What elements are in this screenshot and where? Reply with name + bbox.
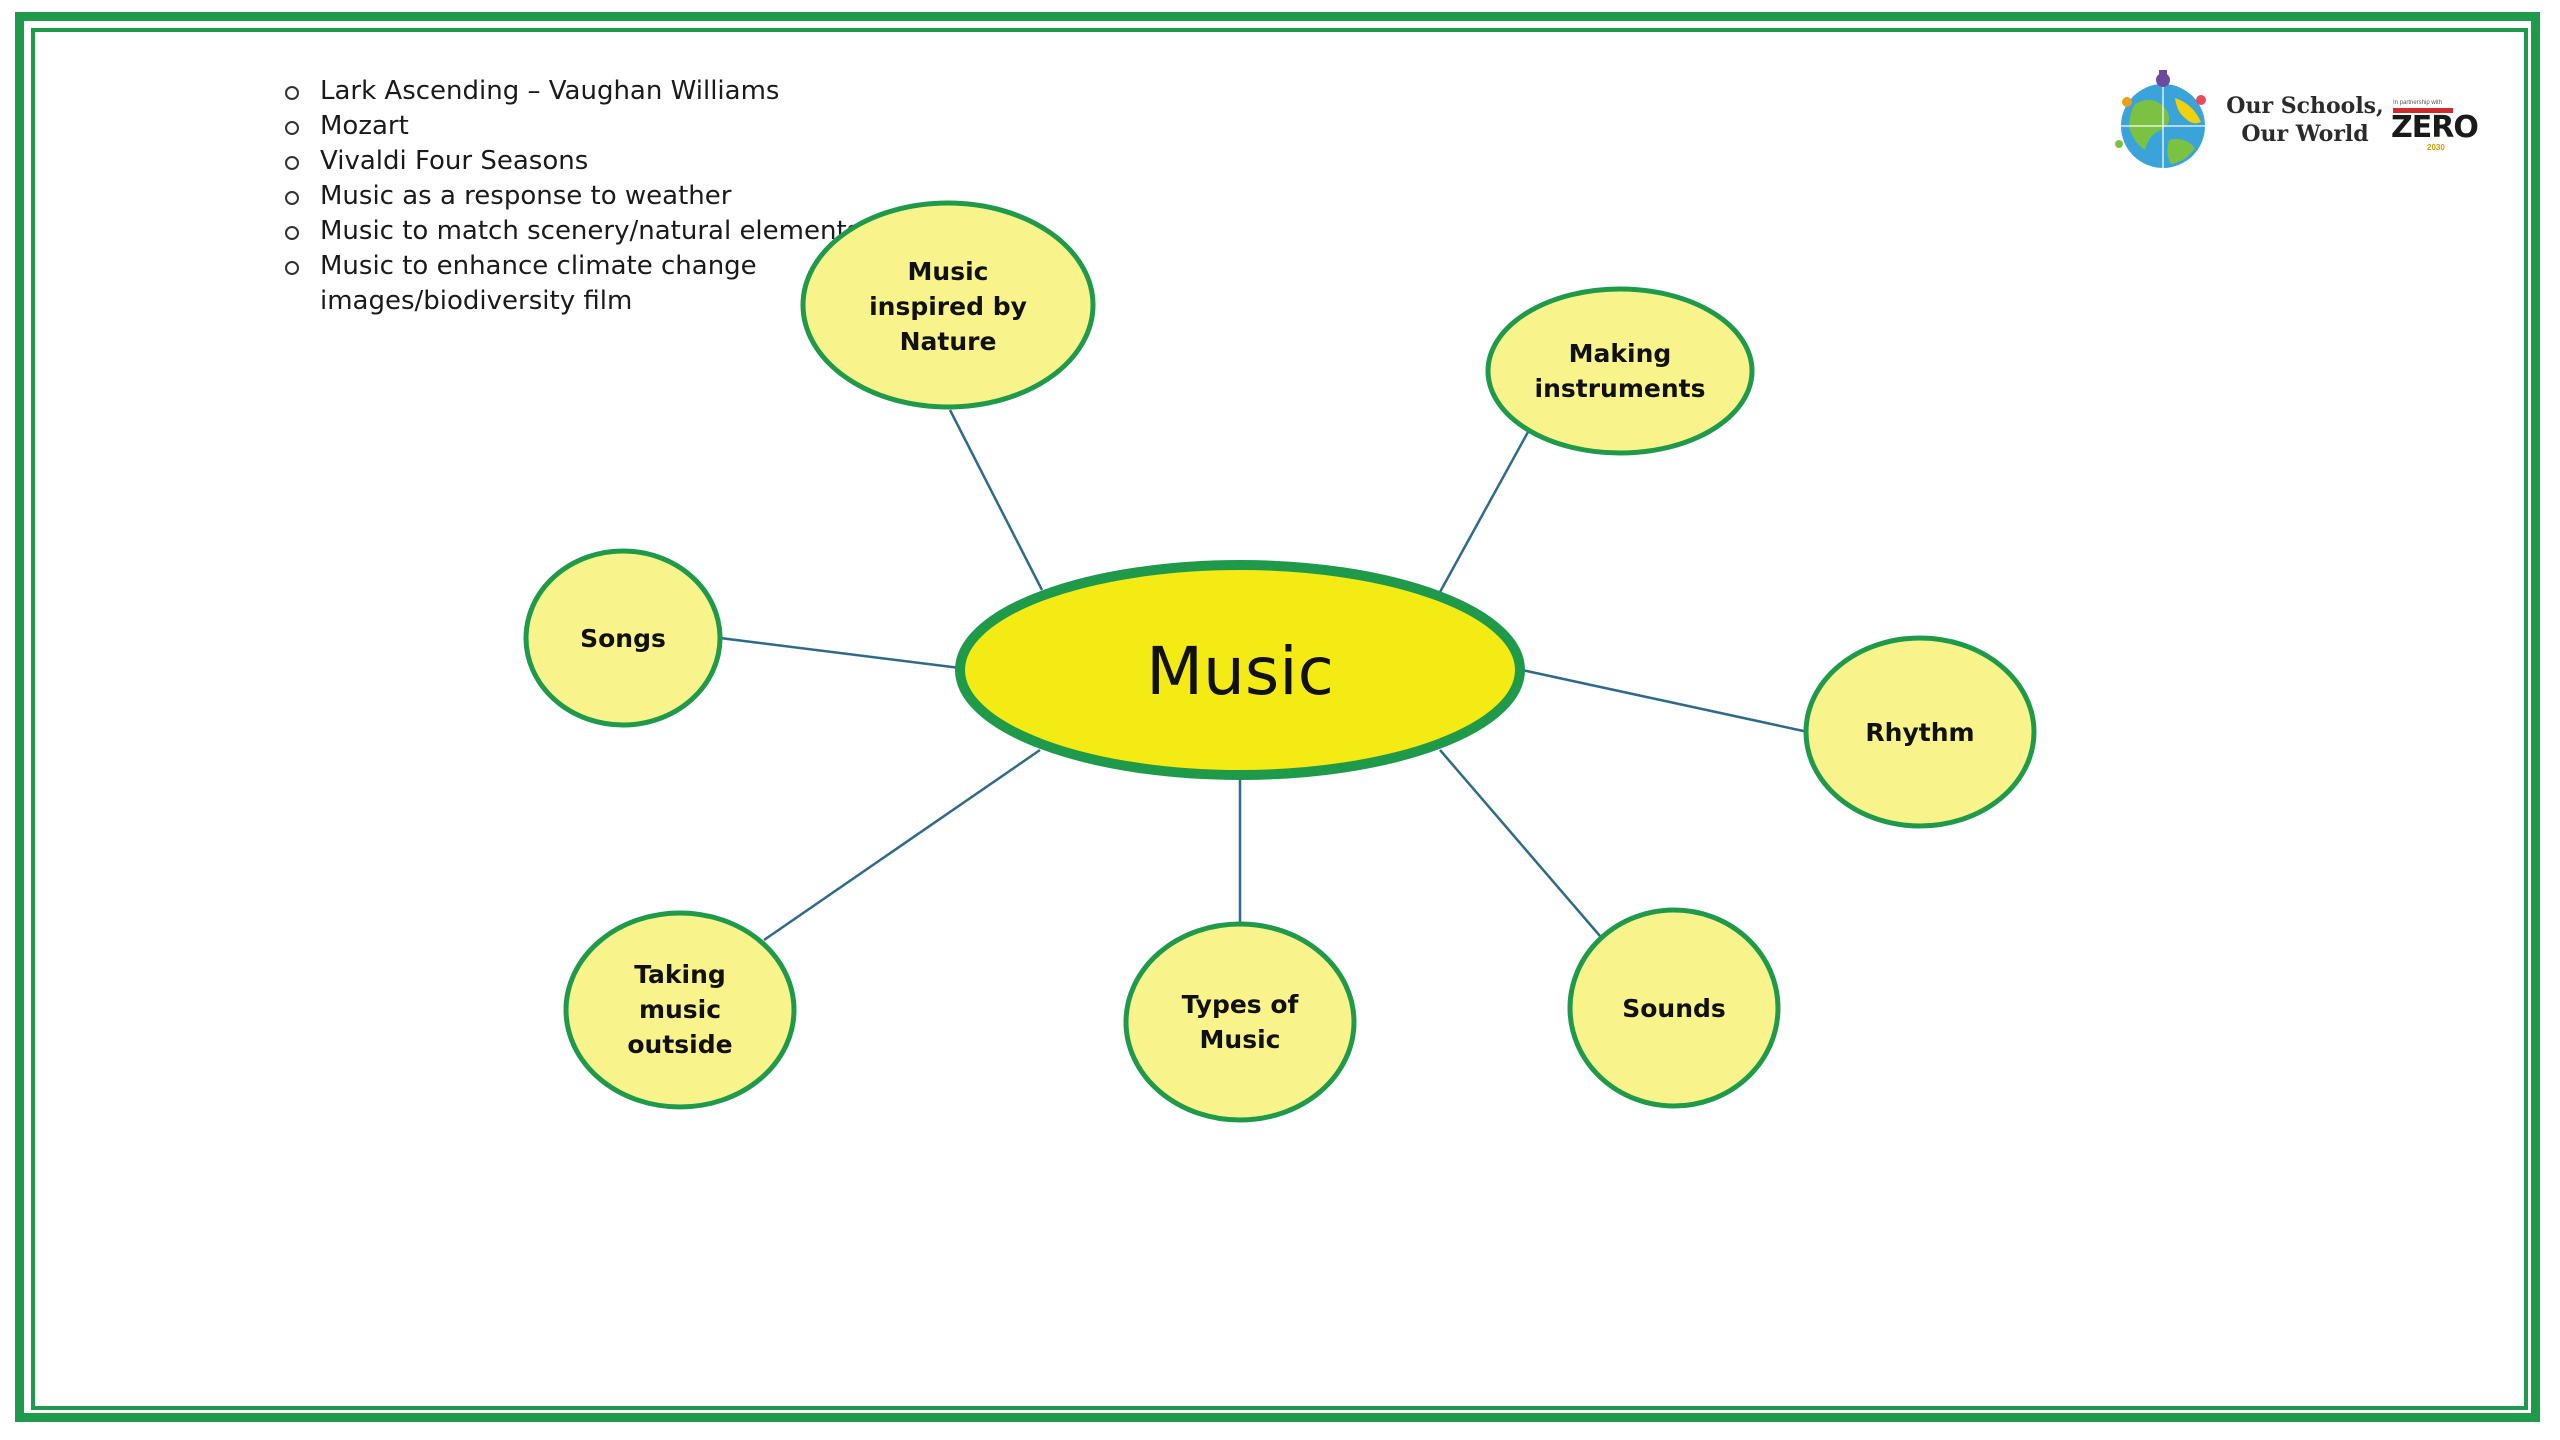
- zero-year: 2030: [2427, 143, 2445, 152]
- outer-border: [15, 12, 2540, 1422]
- node-songs: Songs: [523, 548, 723, 728]
- music-ideas-list: Lark Ascending – Vaughan Williams Mozart…: [280, 74, 880, 319]
- node-label: Songs: [580, 624, 666, 653]
- connector-instruments: [1438, 431, 1530, 593]
- node-sounds: Sounds: [1567, 907, 1781, 1109]
- node-types-of-music: Types of Music: [1123, 921, 1357, 1123]
- list-item: Vivaldi Four Seasons: [280, 144, 880, 179]
- circle-bullet-icon: [285, 191, 299, 205]
- central-topic-label: Music: [1146, 633, 1334, 710]
- circle-bullet-icon: [285, 226, 299, 240]
- partner-caption: In partnership with: [2393, 100, 2443, 106]
- node-label: Music: [908, 257, 989, 286]
- list-item: Music to match scenery/natural elements: [280, 214, 880, 249]
- connector-rhythm: [1521, 668, 1809, 734]
- list-item: Music to enhance climate change images/b…: [280, 249, 880, 319]
- node-label: instruments: [1535, 374, 1706, 403]
- list-item: Lark Ascending – Vaughan Williams: [280, 74, 880, 109]
- node-label: Nature: [900, 327, 997, 356]
- node-label: Types of: [1182, 990, 1300, 1019]
- our-schools-our-world-logo: Our Schools, Our World In partnership wi…: [2105, 64, 2495, 182]
- node-taking-music-outside: Taking music outside: [563, 910, 797, 1110]
- circle-bullet-icon: [285, 261, 299, 275]
- node-label: Sounds: [1622, 994, 1726, 1023]
- node-music-inspired-by-nature: Music inspired by Nature: [800, 200, 1096, 410]
- connector-sounds: [1439, 749, 1601, 937]
- node-label: Making: [1569, 339, 1672, 368]
- zero-logo-bar: [2393, 108, 2453, 113]
- logo-text: Our Schools, Our World: [2226, 93, 2384, 147]
- globe-icon: [2115, 70, 2206, 168]
- node-label: music: [639, 995, 721, 1024]
- node-label: Taking: [634, 960, 726, 989]
- zero-2030-logo: ZERO: [2391, 110, 2479, 145]
- list-item: Mozart: [280, 109, 880, 144]
- node-label: Music: [1200, 1025, 1281, 1054]
- node-label: Rhythm: [1865, 718, 1974, 747]
- list-item: Music as a response to weather: [280, 179, 880, 214]
- node-label: outside: [627, 1030, 732, 1059]
- circle-bullet-icon: [285, 121, 299, 135]
- connector-nature: [948, 409, 1044, 591]
- connector-songs: [719, 636, 961, 670]
- node-rhythm: Rhythm: [1803, 635, 2037, 829]
- circle-bullet-icon: [285, 86, 299, 100]
- central-topic: Music: [955, 560, 1525, 780]
- node-label: inspired by: [869, 292, 1027, 321]
- connector-outside: [763, 748, 1041, 942]
- inner-border: [31, 28, 2528, 1410]
- node-making-instruments: Making instruments: [1485, 286, 1755, 456]
- circle-bullet-icon: [285, 156, 299, 170]
